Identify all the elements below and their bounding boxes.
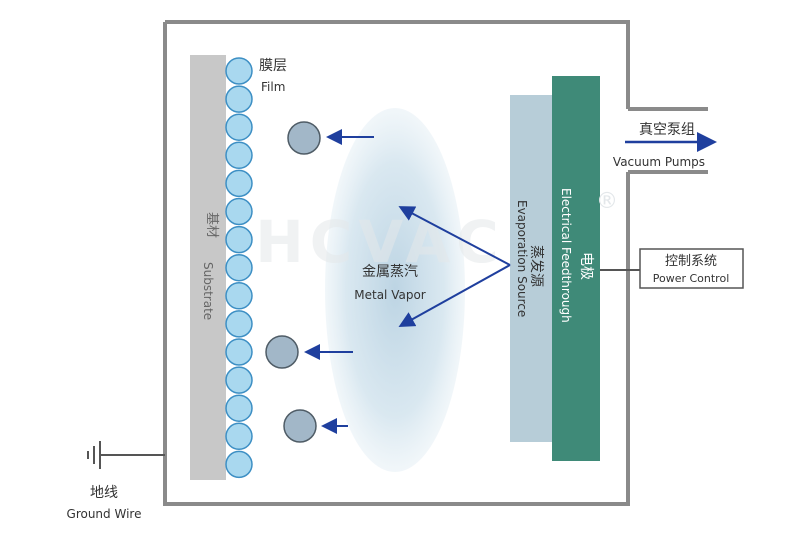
film-particle (225, 366, 253, 394)
film-particle (225, 253, 253, 282)
evaporation-source (510, 95, 554, 442)
film-particle (225, 225, 253, 254)
power-label-cn: 控制系统 (665, 254, 717, 269)
film-particle (225, 57, 253, 85)
electrical-feedthrough (552, 76, 600, 461)
registered-mark: ® (596, 189, 618, 214)
ground-label-cn: 地线 (90, 485, 118, 501)
emission-arrow (398, 206, 511, 266)
emission-arrow (398, 264, 511, 327)
feedthrough-label-cn: 电极 (578, 252, 594, 280)
chamber-wall (163, 20, 630, 506)
substrate-label-cn: 基材 (204, 212, 219, 238)
film-label-en: Film (261, 80, 285, 94)
watermark-logo: HCVAC (255, 208, 505, 276)
vapor-atom (265, 335, 299, 369)
vapor-label-en: Metal Vapor (354, 288, 426, 302)
film-particle (225, 422, 253, 451)
ground-icon (87, 441, 101, 469)
metal-vapor-cloud (325, 108, 465, 472)
film-particle (225, 394, 253, 422)
film-particle (225, 450, 253, 479)
film-particle (225, 85, 253, 113)
feedthrough-label-en: Electrical Feedthrough (559, 188, 573, 323)
film-particle (225, 169, 253, 198)
substrate-plate (190, 55, 226, 480)
evaporation-label-en: Evaporation Source (515, 200, 529, 317)
pump-duct (628, 107, 708, 174)
vapor-atom (283, 409, 317, 443)
vacuum-label-cn: 真空泵组 (639, 122, 695, 138)
power-control-box (639, 248, 744, 289)
power-label-en: Power Control (653, 272, 730, 285)
film-particle (225, 141, 253, 170)
film-layer (225, 57, 253, 479)
film-particle (225, 197, 253, 226)
vacuum-label-en: Vacuum Pumps (613, 155, 705, 169)
film-particle (225, 338, 253, 366)
substrate-label-en: Substrate (201, 262, 215, 320)
evaporation-label-cn: 蒸发源 (528, 245, 544, 287)
film-particle (225, 113, 253, 141)
ground-label-en: Ground Wire (67, 507, 142, 521)
film-particle (225, 310, 253, 338)
vapor-label-cn: 金属蒸汽 (362, 264, 418, 280)
film-particle (225, 282, 253, 310)
film-label-cn: 膜层 (259, 58, 287, 74)
vapor-atom (287, 121, 321, 155)
